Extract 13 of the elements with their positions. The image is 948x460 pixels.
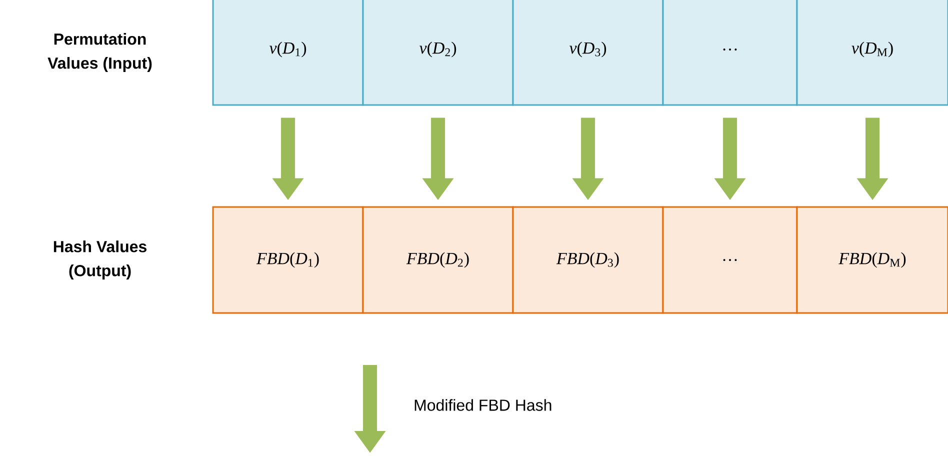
table-cell: v(D$_{3}$): [512, 0, 664, 106]
table-cell: FBD(D$_{2}$): [362, 206, 514, 314]
table-cell: v(D$_{1}$): [212, 0, 364, 106]
table-cell: v(D$_{2}$): [362, 0, 514, 106]
table-cell: v(D$_{M}$): [796, 0, 948, 106]
arrow-label: Modified FBD Hash: [414, 399, 552, 411]
table-cell: FBD(D$_{M}$): [796, 206, 948, 314]
table-cell: …: [662, 206, 798, 314]
table-cell: FBD(D$_{1}$): [212, 206, 364, 314]
row-heading: Hash Values (Output): [54, 240, 146, 280]
row-heading: Permutation Values (Input): [48, 33, 152, 72]
table-cell: FBD(D$_{3}$): [512, 206, 664, 314]
table-cell: …: [662, 0, 798, 106]
